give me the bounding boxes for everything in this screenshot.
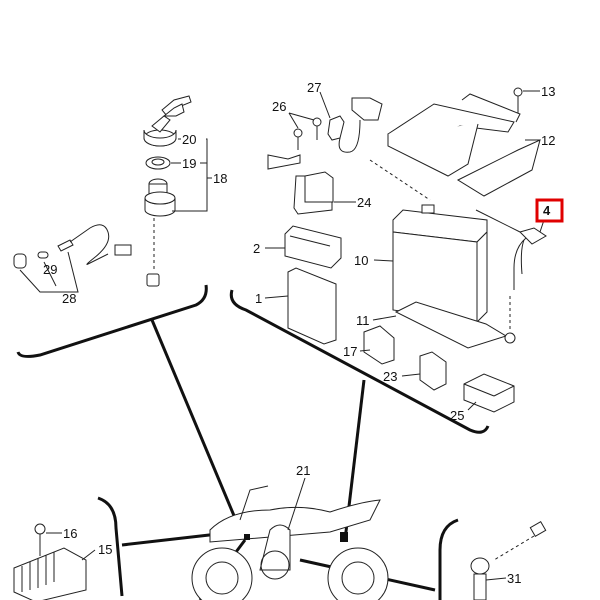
callout-31[interactable]: 31 bbox=[507, 571, 521, 586]
rectifier-regulator[interactable] bbox=[13, 523, 96, 600]
group-bracket-sensor bbox=[438, 518, 459, 600]
battery-tray[interactable] bbox=[372, 301, 508, 349]
group-bracket-rectifier bbox=[97, 496, 124, 597]
callout-4[interactable]: 4 bbox=[543, 203, 551, 218]
fuse-holder-assembly[interactable] bbox=[13, 224, 132, 293]
battery-cable[interactable] bbox=[475, 209, 547, 344]
main-switch-assembly[interactable] bbox=[143, 95, 212, 287]
battery-cover-assembly[interactable] bbox=[369, 87, 541, 201]
callout-23[interactable]: 23 bbox=[383, 369, 397, 384]
relay-part-23[interactable] bbox=[401, 351, 447, 391]
battery[interactable] bbox=[373, 204, 488, 324]
callout-1[interactable]: 1 bbox=[255, 291, 262, 306]
case-part-2[interactable] bbox=[265, 225, 342, 269]
group-bracket-left bbox=[16, 284, 208, 358]
pad-part-25[interactable] bbox=[463, 373, 515, 413]
callout-26[interactable]: 26 bbox=[272, 99, 286, 114]
callout-16[interactable]: 16 bbox=[63, 526, 77, 541]
callout-15[interactable]: 15 bbox=[98, 542, 112, 557]
sensor-part-31[interactable] bbox=[470, 520, 547, 600]
connector-line bbox=[150, 319, 242, 531]
callout-18[interactable]: 18 bbox=[213, 171, 227, 186]
callout-21[interactable]: 21 bbox=[296, 463, 310, 478]
callout-29[interactable]: 29 bbox=[43, 262, 57, 277]
callout-11[interactable]: 11 bbox=[356, 313, 370, 328]
highlight-box bbox=[535, 198, 564, 223]
relay-part-17[interactable] bbox=[359, 325, 395, 365]
cdi-unit[interactable] bbox=[264, 267, 337, 345]
group-bracket-right bbox=[229, 289, 490, 434]
callout-10[interactable]: 10 bbox=[354, 253, 368, 268]
callout-25[interactable]: 25 bbox=[450, 408, 464, 423]
callout-24[interactable]: 24 bbox=[357, 195, 371, 210]
callout-20[interactable]: 20 bbox=[182, 132, 196, 147]
callout-17[interactable]: 17 bbox=[343, 344, 357, 359]
callout-13[interactable]: 13 bbox=[541, 84, 555, 99]
callout-12[interactable]: 12 bbox=[541, 133, 555, 148]
connector-line bbox=[121, 532, 219, 547]
callout-2[interactable]: 2 bbox=[253, 241, 260, 256]
callout-19[interactable]: 19 bbox=[182, 156, 196, 171]
atv-illustration bbox=[191, 477, 389, 600]
starter-relay-assembly[interactable] bbox=[267, 91, 383, 215]
callout-27[interactable]: 27 bbox=[307, 80, 321, 95]
callout-28[interactable]: 28 bbox=[62, 291, 76, 306]
